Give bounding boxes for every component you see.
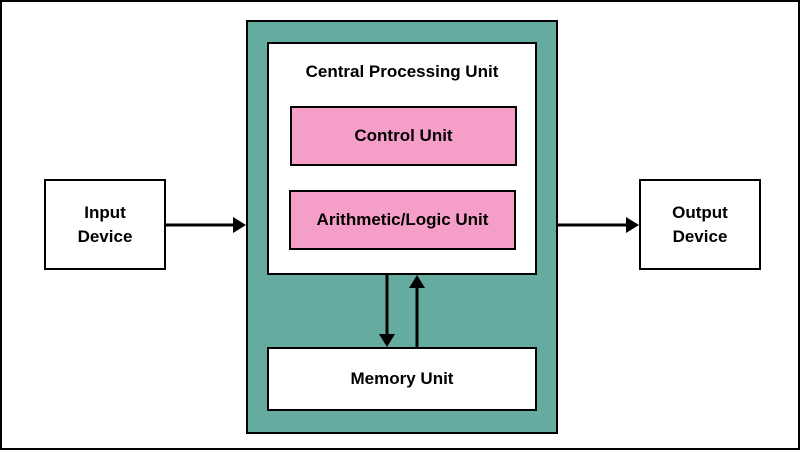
alu-box: Arithmetic/Logic Unit [289, 190, 516, 250]
cpu-title: Central Processing Unit [305, 62, 499, 81]
input-device-label-line2: Device [77, 226, 133, 246]
input-device-box: Input Device [44, 179, 166, 270]
control-unit-box: Control Unit [290, 106, 517, 166]
memory-unit-box: Memory Unit [267, 347, 537, 411]
output-device-label-line2: Device [672, 226, 728, 246]
alu-label: Arithmetic/Logic Unit [316, 210, 489, 229]
memory-unit-label: Memory Unit [350, 369, 454, 388]
input-to-cpu-arrowhead [233, 217, 246, 233]
control-unit-label: Control Unit [354, 126, 453, 145]
input-device-label-line1: Input [84, 202, 126, 222]
cpu-to-output-arrowhead [626, 217, 639, 233]
output-device-label-line1: Output [672, 202, 728, 222]
output-device-box: Output Device [639, 179, 761, 270]
